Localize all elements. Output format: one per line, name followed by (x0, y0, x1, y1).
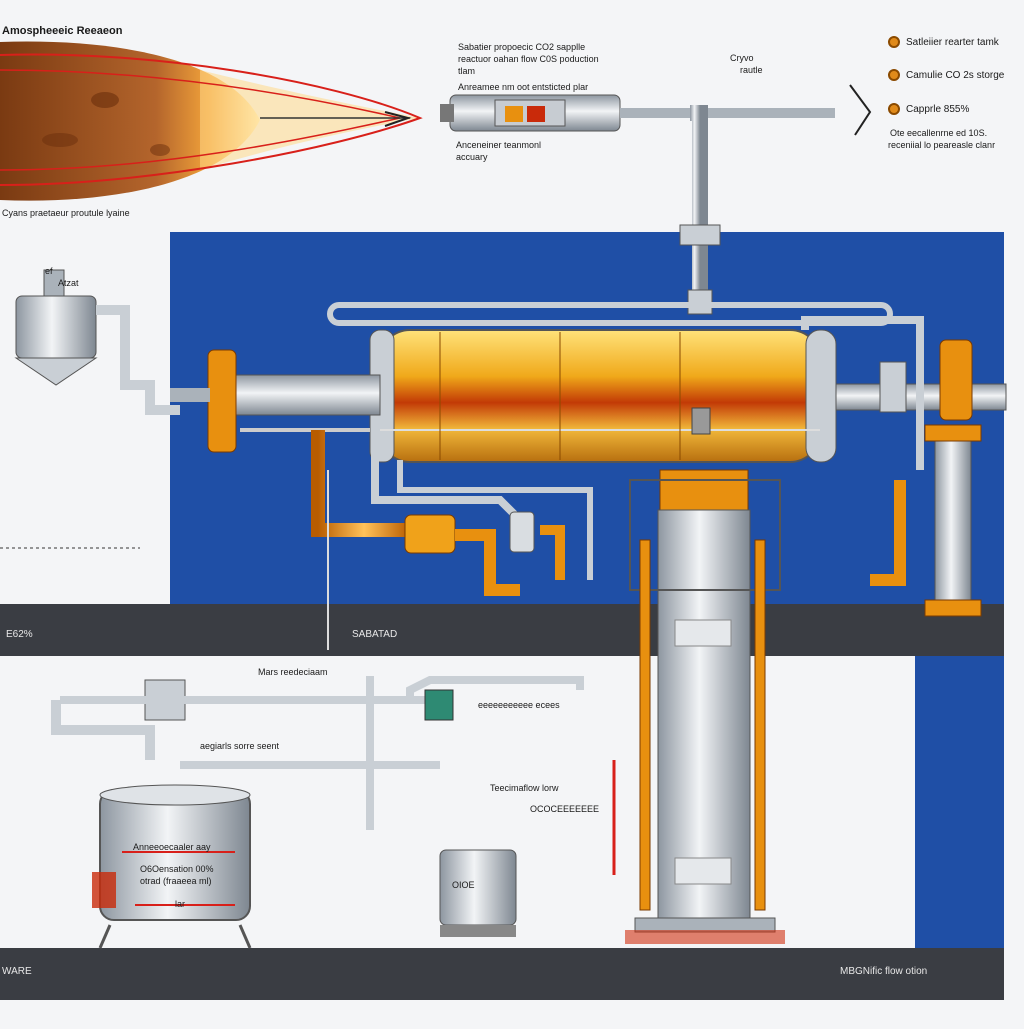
legend-label: Camulie CO 2s storge (906, 69, 1005, 81)
planet-caption: Cyans praetaeur proutule lyaine (2, 208, 130, 218)
left-header (170, 349, 381, 453)
right-column (835, 339, 1007, 617)
band-label-percent: E62% (6, 629, 33, 640)
legend-dot-icon (888, 69, 900, 81)
mid-valve-section (60, 470, 584, 830)
note-line-1: Sabatier propoecic CO2 sapplle (458, 42, 586, 52)
techflow-label-2: OCOCEEEEEEE (530, 804, 600, 814)
tank-label-2: O6Oensation 00% (140, 864, 214, 874)
left-process-line (0, 269, 180, 760)
tank-label-4: lar (175, 899, 186, 909)
cryo-label: Cryvo (730, 53, 754, 63)
techflow-label: Teecimaflow lorw (490, 783, 559, 793)
agents-label: aegiarls sorre seent (200, 741, 280, 751)
planet-illustration (0, 41, 423, 201)
sabatier-band (0, 604, 1004, 656)
legend-dot-icon (888, 103, 900, 115)
small-unit (439, 849, 517, 937)
mars-reactor-label: Mars reedeciaam (258, 667, 328, 677)
note-line-2: reactuor oahan flow C0S poduction (458, 54, 599, 64)
return-pipes (371, 316, 924, 580)
legend-item-capacity: Capprle 855% (888, 103, 969, 115)
central-column (625, 469, 785, 944)
legend-note-1: Ote eecallenrne ed 10S. (890, 128, 988, 138)
valve-left-label-2: Atzat (58, 278, 79, 288)
note-line-4: Anreamee nm oot entsticted plar (458, 82, 589, 92)
legend-dot-icon (888, 36, 900, 48)
feed-pipe (679, 105, 721, 315)
intake-filter (440, 84, 872, 136)
blue-panel-lower (915, 656, 1004, 948)
legend-label: Capprle 855% (906, 103, 970, 115)
band-label-bottom-right: MBGNific flow otion (840, 966, 928, 977)
note-line-6: accuary (456, 152, 488, 162)
legend-note-2: receniial lo peareasle clanr (888, 140, 996, 150)
tank-label-1: Anneeoecaaler aay (133, 842, 211, 852)
band-label-bottom-left: WARE (2, 966, 32, 977)
note-line-3: tlam (458, 66, 476, 76)
legend-label: Satleiier rearter tamk (906, 36, 999, 48)
legend-item-reactor-tank: Satleiier rearter tamk (888, 36, 999, 48)
sabatier-reactor-vessel (327, 302, 893, 463)
valve-left-label: ef (45, 266, 53, 276)
bottom-band (0, 948, 1004, 1000)
diagram-title: Amospheeeic Reeaeon (2, 25, 123, 37)
note-line-5: Anceneiner teanmonl (456, 140, 542, 150)
tank-label-3: otrad (fraaeea ml) (140, 876, 212, 886)
legend-item-co2-storage: Camulie CO 2s storge (888, 69, 1004, 81)
valve-note-label: eeeeeeeeeee ecees (478, 700, 560, 710)
orange-pipes (311, 430, 906, 596)
band-label-sabatier: SABATAD (352, 629, 398, 640)
cryo-label-2: rautle (740, 65, 763, 75)
unit-ode-label: OIOE (452, 880, 475, 890)
